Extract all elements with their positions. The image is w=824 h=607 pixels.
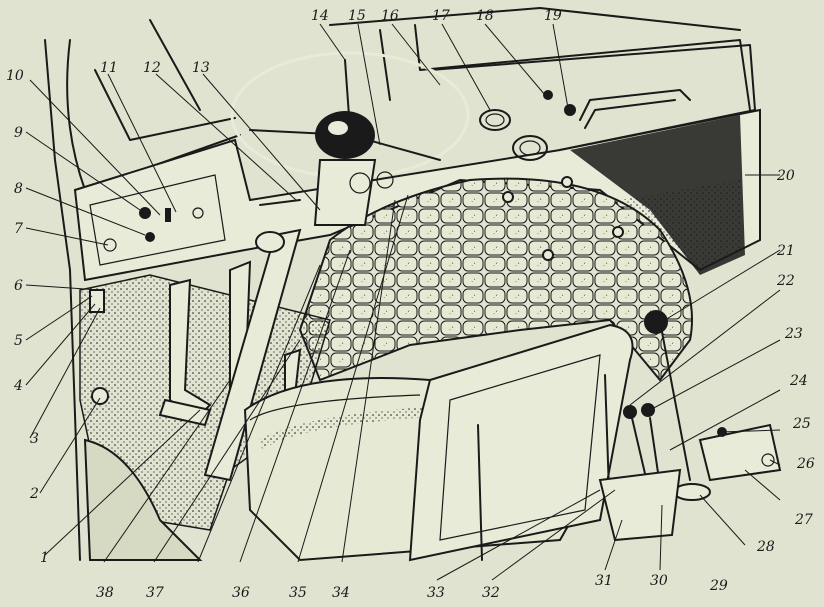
label-25: 25 [792,416,811,432]
label-19: 19 [544,8,562,24]
label-3-lower: 3 [30,431,39,447]
gauge-icon [349,172,371,194]
gauge-icon [479,109,511,131]
label-13: 13 [192,60,210,76]
label-30: 30 [650,573,668,589]
label-22: 22 [776,273,795,289]
steering-assembly [203,51,470,482]
label-16: 16 [381,8,399,24]
floor-button-icon [91,387,109,405]
label-9: 9 [14,125,23,141]
label-33: 33 [427,585,445,601]
label-34: 34 [332,585,350,601]
switch-knob-icon [192,207,204,219]
gear-knob-icon [644,310,668,334]
label-31: 31 [595,573,613,589]
bracket-icon [89,289,105,313]
lamp-icon [543,90,553,100]
label-8: 8 [14,181,23,197]
label-12: 12 [143,60,161,76]
cab-frame [44,7,756,561]
label-4: 4 [13,378,23,394]
label-14: 14 [311,8,329,24]
label-11: 11 [100,60,118,76]
label-15: 15 [348,8,366,24]
horn-button-icon [315,111,375,159]
label-27: 27 [794,512,813,528]
leader-lines [25,23,781,581]
label-28: 28 [756,539,775,555]
label-38: 38 [96,585,114,601]
callout-labels: 1 2 3 4 5 6 7 8 9 10 11 12 13 14 15 16 1… [6,8,815,601]
switch-knob-icon [103,238,117,252]
switch-knob-icon [139,207,151,219]
label-20: 20 [776,168,795,184]
rear-compartment [570,115,745,275]
switch-knob-icon [145,232,155,242]
label-32: 32 [482,585,500,601]
label-1: 1 [40,550,49,566]
label-36: 36 [232,585,250,601]
label-35: 35 [289,585,307,601]
label-17: 17 [432,8,450,24]
lever-knob-icon [641,403,655,417]
label-23: 23 [784,326,803,342]
label-37: 37 [146,585,164,601]
label-18: 18 [476,8,494,24]
label-7: 7 [14,221,23,237]
toggle-switch-icon [165,208,171,222]
label-2: 2 [29,486,39,502]
seat [243,323,634,562]
label-10: 10 [6,68,24,84]
gauge-icon [512,135,548,161]
label-5: 5 [14,333,23,349]
label-24: 24 [789,373,808,389]
lamp-icon [564,104,576,116]
lever-knob-icon [623,405,637,419]
gauge-icon [376,171,394,189]
label-21: 21 [776,243,795,259]
label-6: 6 [14,278,23,294]
label-26: 26 [796,456,815,472]
label-29: 29 [709,578,728,594]
levers [598,310,782,542]
